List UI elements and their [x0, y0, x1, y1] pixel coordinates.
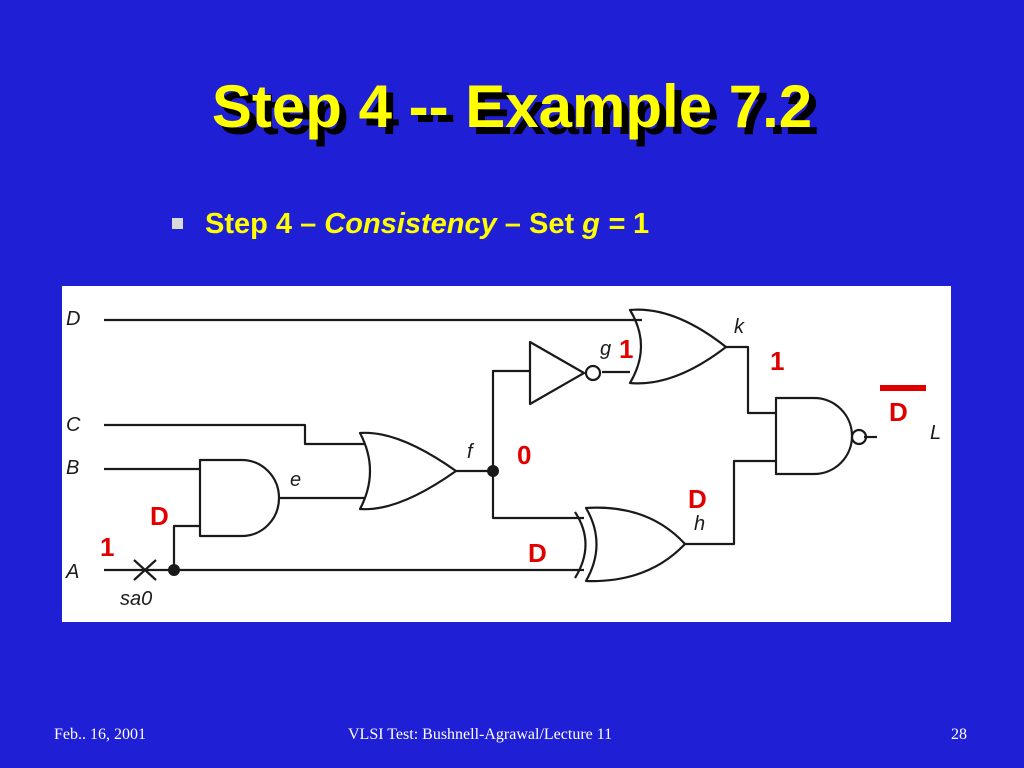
- or-gate-k: [628, 308, 728, 385]
- wire-a-branch: [172, 524, 200, 570]
- net-label-e: e: [290, 469, 302, 491]
- input-label-d: D: [66, 308, 81, 330]
- wire-k: [726, 345, 776, 415]
- wire-f-up: [491, 369, 530, 471]
- junction-dot-f: [487, 465, 499, 477]
- bullet-term: Consistency: [324, 208, 497, 240]
- bullet-step: Step 4 – Consistency – Set g = 1: [172, 208, 649, 241]
- value-xor-input: D: [528, 538, 547, 568]
- value-e: D: [150, 501, 169, 531]
- value-f: 0: [517, 440, 532, 470]
- fault-x-2: [133, 559, 157, 581]
- input-label-b: B: [66, 457, 80, 479]
- and-gate-e: [198, 458, 281, 538]
- net-label-g: g: [600, 338, 612, 360]
- input-label-a: A: [66, 561, 80, 583]
- circuit-schematic: [104, 308, 926, 583]
- input-label-c: C: [66, 414, 81, 436]
- bullet-var: g =: [582, 208, 625, 240]
- bullet-value: 1: [624, 208, 650, 240]
- xor-gate-h-arc: [574, 511, 587, 579]
- value-k: 1: [770, 346, 785, 376]
- value-g: 1: [619, 334, 634, 364]
- footer-date: Feb.. 16, 2001: [54, 726, 146, 743]
- wire-h: [685, 459, 776, 546]
- inverter-gate: [528, 340, 586, 406]
- value-output: D: [889, 397, 908, 427]
- value-h: D: [688, 484, 707, 514]
- nand-gate-l: [774, 396, 854, 476]
- fault-label: sa0: [120, 588, 153, 610]
- slide-title: Step 4 -- Example 7.2: [211, 73, 813, 140]
- or-gate-f: [358, 431, 458, 511]
- bullet-square-icon: [172, 218, 183, 229]
- net-label-k: k: [734, 316, 744, 338]
- bullet-prefix: Step 4 –: [205, 208, 325, 240]
- wire-f-down: [491, 471, 584, 520]
- bullet-middle: – Set: [496, 208, 583, 240]
- net-label-f: f: [467, 441, 473, 463]
- junction-dot-a: [168, 564, 180, 576]
- nand-gate-bubble: [850, 428, 868, 446]
- inverter-bubble: [584, 364, 602, 382]
- value-a: 1: [100, 532, 115, 562]
- wire-c: [104, 423, 364, 446]
- footer-course: VLSI Test: Bushnell-Agrawal/Lecture 11: [348, 726, 613, 743]
- net-label-l: L: [930, 422, 942, 444]
- footer-page-number: 28: [951, 726, 967, 743]
- xor-gate-h: [584, 506, 687, 583]
- circuit-diagram: D C B A sa0 e f g k h L 1 D 0 1 1 D D D: [62, 286, 951, 622]
- out-value-bar: [880, 385, 926, 391]
- net-label-h: h: [694, 513, 706, 535]
